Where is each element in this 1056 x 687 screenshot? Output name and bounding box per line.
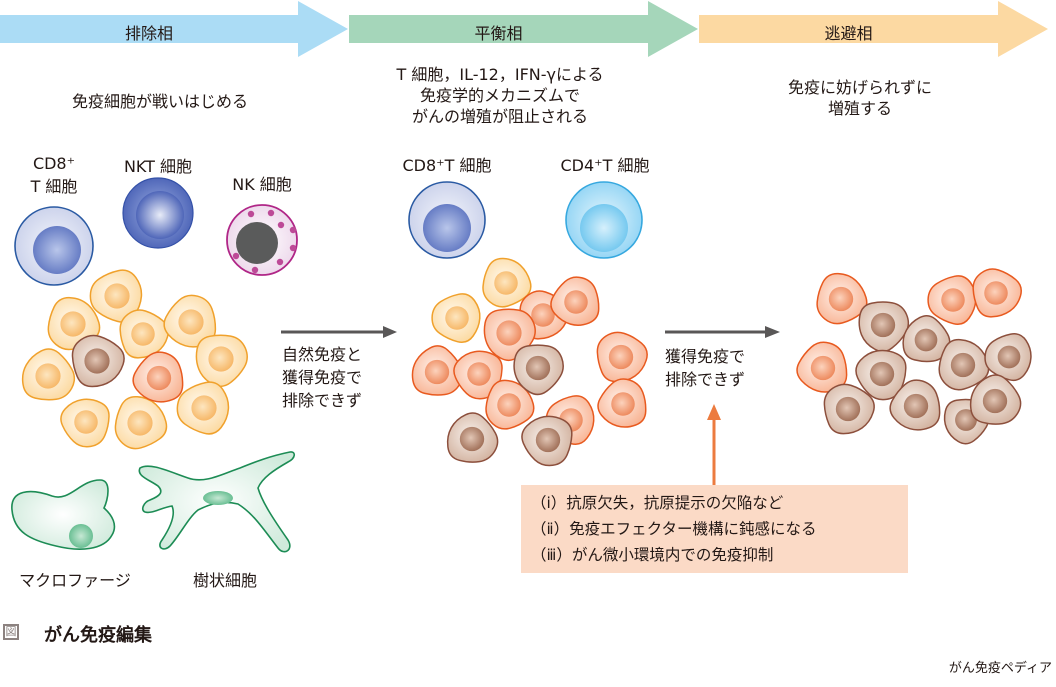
normal-cell — [21, 348, 76, 401]
description-line: T 細胞，IL-12，IFN-γによる — [396, 65, 604, 84]
dendritic-cell — [138, 451, 296, 553]
normal-cell — [119, 309, 169, 359]
immune-escaped-tumor-cell — [71, 334, 125, 388]
description-line: 増殖する — [827, 98, 892, 118]
label-line: T 細胞 — [30, 177, 78, 197]
escape-mechanisms-box: （ⅰ）抗原欠失，抗原提示の欠陥など （ⅱ）免疫エフェクター機構に鈍感になる （ⅲ… — [521, 485, 908, 573]
label-cd8-t-cell-elimination: CD8⁺ T 細胞 — [14, 152, 94, 198]
transition-line: 獲得免疫で — [282, 368, 363, 388]
transition-line: 獲得免疫で — [665, 347, 746, 366]
mechanism-item: （ⅱ）免疫エフェクター機構に鈍感になる — [531, 520, 817, 538]
escape-description: 免疫に妨げられずに 増殖する — [700, 78, 1020, 120]
label-nkt-cell: NKT 細胞 — [123, 157, 193, 176]
label-dendritic-cell: 樹状細胞 — [192, 571, 257, 590]
normal-cell — [195, 334, 248, 388]
tumor-cell — [453, 350, 503, 400]
immune-escaped-tumor-cell — [513, 344, 564, 396]
nkt-cell — [122, 177, 194, 249]
immune-escaped-tumor-cell — [984, 333, 1032, 382]
tumor-cell — [972, 268, 1022, 318]
description-line: がんの増殖が阻止される — [411, 106, 588, 126]
tumor-cell — [927, 275, 977, 326]
cd8-t-cell-equilibrium — [408, 181, 486, 259]
normal-cell — [163, 294, 217, 348]
normal-cell — [176, 381, 230, 435]
immune-escaped-tumor-cell — [855, 349, 907, 401]
phase-label-escape: 逃避相 — [824, 24, 873, 43]
macrophage — [11, 479, 116, 550]
phase-arrow-escape — [699, 1, 1048, 57]
elimination-description: 免疫細胞が戦いはじめる — [0, 92, 320, 113]
label-cd8-t-cell-equilibrium: CD8⁺T 細胞 — [402, 156, 492, 175]
equilibrium-cell-cluster — [411, 257, 648, 467]
transition-line: 排除できず — [665, 370, 746, 390]
figure-title: がん免疫編集 — [44, 625, 152, 646]
transition-arrow-2 — [665, 326, 780, 338]
mechanism-up-arrow — [707, 404, 721, 485]
tumor-cell — [596, 331, 648, 383]
phase-label-equilibrium: 平衡相 — [474, 24, 523, 43]
equilibrium-description: T 細胞，IL-12，IFN-γによる 免疫学的メカニズムで がんの増殖が阻止さ… — [340, 65, 660, 127]
immune-escaped-tumor-cell — [446, 412, 499, 463]
immune-escaped-tumor-cell — [823, 383, 875, 435]
normal-cell — [482, 257, 532, 308]
label-nk-cell: NK 細胞 — [232, 175, 292, 194]
label-line: CD8⁺ — [32, 154, 76, 173]
tumor-cell — [485, 379, 535, 430]
normal-cell — [431, 293, 481, 344]
immune-escaped-tumor-cell — [969, 374, 1022, 425]
tumor-cell — [132, 351, 184, 403]
normal-cell — [89, 269, 143, 323]
mechanism-item: （ⅰ）抗原欠失，抗原提示の欠陥など — [531, 494, 784, 512]
normal-cell — [114, 395, 168, 450]
description-line: 免疫学的メカニズムで — [419, 85, 580, 105]
tumor-cell — [411, 345, 464, 396]
label-macrophage: マクロファージ — [19, 571, 131, 590]
elimination-cell-cluster — [21, 269, 248, 450]
description-line: 免疫細胞が戦いはじめる — [71, 92, 248, 111]
transition-line: 自然免疫と — [282, 345, 363, 364]
immune-escaped-tumor-cell — [521, 415, 573, 467]
tumor-cell — [597, 378, 647, 428]
immune-escaped-tumor-cell — [902, 314, 951, 363]
nk-cell — [226, 204, 298, 276]
immune-escaped-tumor-cell — [858, 301, 910, 353]
phase-label-elimination: 排除相 — [124, 24, 173, 43]
phase-arrow-equilibrium — [349, 1, 698, 57]
tumor-cell — [816, 272, 868, 325]
figure-marker: 図 — [3, 624, 19, 640]
label-cd4-t-cell: CD4⁺T 細胞 — [560, 156, 650, 175]
immune-escaped-tumor-cell — [889, 379, 941, 431]
transition-text-1: 自然免疫と 獲得免疫で 排除できず — [282, 343, 362, 413]
transition-arrow-1 — [281, 326, 397, 338]
tumor-cell — [550, 276, 600, 326]
phase-arrow-elimination — [0, 1, 348, 57]
source-credit: がん免疫ペディア — [948, 661, 1052, 676]
tumor-cell — [796, 341, 848, 393]
transition-text-2: 獲得免疫で 排除できず — [665, 345, 745, 391]
escape-cell-cluster — [796, 268, 1032, 445]
transition-line: 排除できず — [282, 391, 363, 411]
description-line: 免疫に妨げられずに — [787, 78, 932, 97]
cd4-t-cell — [565, 181, 643, 259]
mechanism-item: （ⅲ）がん微小環境内での免疫抑制 — [531, 546, 774, 564]
cd8-t-cell-elimination — [14, 206, 94, 286]
normal-cell — [60, 398, 110, 448]
